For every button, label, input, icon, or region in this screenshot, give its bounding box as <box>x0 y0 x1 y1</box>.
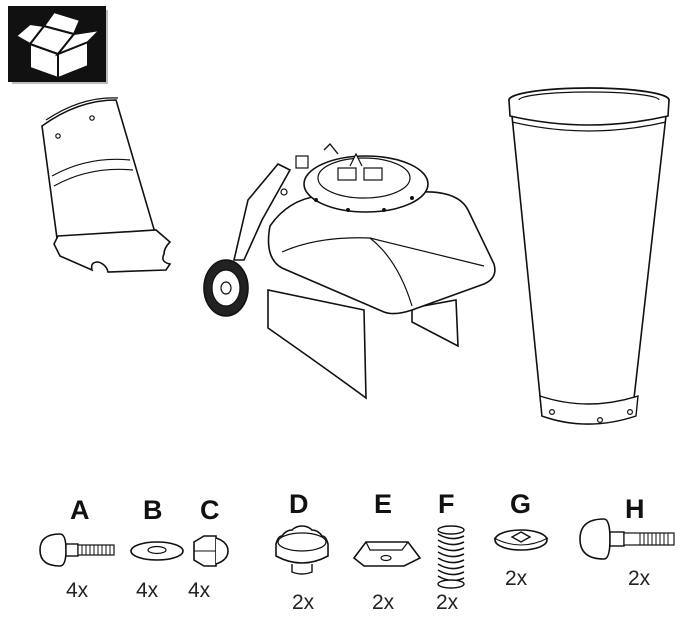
bracket-plate-icon <box>352 541 422 567</box>
part-qty-h: 2x <box>628 567 651 590</box>
hopper-chute <box>41 97 172 273</box>
shredder-body <box>203 142 496 400</box>
part-letter-e: E <box>374 489 393 519</box>
part-letter-c: C <box>200 495 220 525</box>
acorn-nut-icon <box>193 535 229 567</box>
part-letter-a: A <box>70 495 90 525</box>
part-letter-d: D <box>289 489 309 519</box>
part-qty-b: 4x <box>136 579 159 602</box>
part-qty-f: 2x <box>436 591 459 614</box>
part-letter-h: H <box>625 494 645 524</box>
square-hole-washer-icon <box>493 529 549 551</box>
open-box-icon <box>8 6 108 84</box>
part-qty-d: 2x <box>292 591 315 614</box>
knob-icon <box>275 525 329 575</box>
part-letter-g: G <box>510 489 532 519</box>
part-letter-b: B <box>143 495 163 525</box>
part-letter-f: F <box>438 489 455 519</box>
spring-icon <box>437 525 465 589</box>
part-qty-g: 2x <box>505 567 528 590</box>
part-qty-a: 4x <box>66 579 89 602</box>
collection-tube <box>508 87 670 425</box>
part-qty-e: 2x <box>372 591 395 614</box>
part-qty-c: 4x <box>188 579 211 602</box>
carriage-bolt-short-icon <box>39 533 115 567</box>
flat-washer-icon <box>130 541 184 561</box>
carriage-bolt-long-icon <box>579 518 675 560</box>
